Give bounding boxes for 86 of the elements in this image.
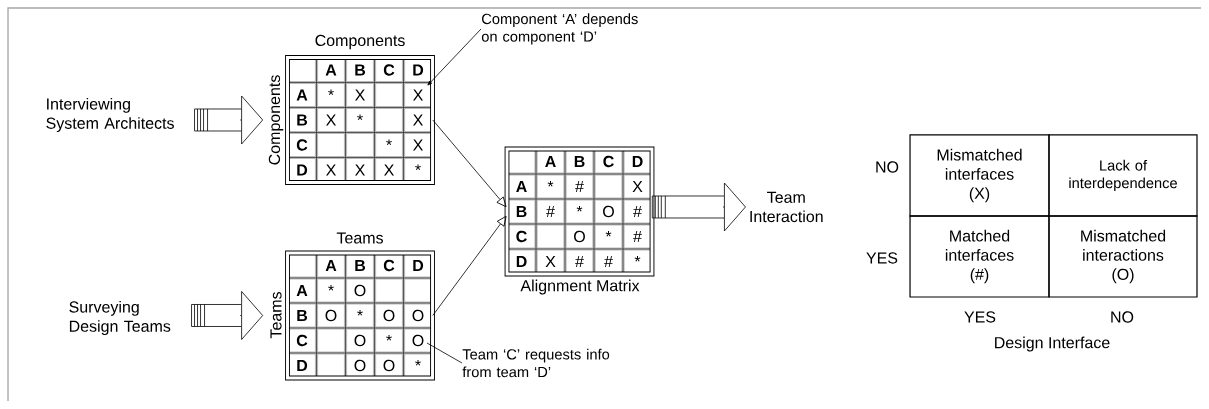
matrix-entry: # [575, 256, 584, 267]
matrix-header: A [296, 89, 308, 101]
matrix-header: D [297, 360, 308, 371]
matrix-entry: * [576, 206, 583, 212]
matrix-header: C [383, 259, 395, 272]
source-label: Surveying Design Teams [69, 300, 171, 336]
matrix-header: A [516, 181, 527, 192]
matrix-entry: O [412, 334, 424, 347]
matrix-entry: * [357, 114, 363, 121]
matrix-entry: X [355, 164, 365, 176]
matrix-entry: * [547, 181, 554, 187]
matrix-header: D [413, 64, 424, 76]
callout-note: Component ‘A’ depends on component ‘D’ [481, 13, 638, 45]
matrix-entry: # [633, 231, 642, 242]
matrix-header: D [632, 156, 643, 167]
arrow [432, 215, 507, 316]
arrow [432, 119, 507, 208]
quadrant-box: Mismatched interfaces (X) [909, 134, 1050, 217]
callout-note: Team ‘C’ requests info from team ‘D’ [462, 348, 610, 378]
matrix-header: B [355, 64, 366, 76]
matrix-header: B [574, 156, 585, 167]
matrix-entry: X [632, 181, 643, 192]
matrix-entry: * [415, 164, 421, 171]
matrix-entry: * [357, 310, 363, 316]
matrix-header: A [545, 156, 556, 167]
matrix-entry: X [326, 164, 336, 176]
matrix-entry: # [546, 206, 555, 217]
quadrant-box: Mismatched interactions (O) [1048, 215, 1198, 298]
matrix-entry: O [354, 359, 366, 372]
matrix-header: B [297, 114, 308, 126]
axis-title: Design Interface [995, 336, 1110, 352]
leader-line [427, 28, 482, 86]
matrix-entry: * [386, 139, 392, 146]
block-arrow [191, 291, 264, 340]
matrix-entry: * [415, 360, 421, 366]
matrix-entry: O [574, 230, 585, 243]
matrix-entry: O [383, 359, 395, 372]
matrix-entry: X [355, 89, 365, 101]
matrix-header: C [296, 334, 308, 347]
matrix-title: Alignment Matrix [520, 279, 640, 295]
axis-title: Components [268, 75, 284, 165]
matrix-header: D [516, 256, 527, 267]
matrix-title: Components [315, 34, 405, 50]
matrix-header: C [603, 155, 614, 168]
matrix-entry: O [383, 309, 395, 322]
source-label: Interviewing System Architects [46, 97, 174, 133]
matrix-entry: X [384, 164, 394, 176]
matrix-title: Teams [336, 232, 383, 244]
matrix-header: C [516, 230, 527, 243]
matrix-entry: O [354, 284, 366, 297]
quadrant-box: Matched interfaces (#) [909, 215, 1050, 298]
matrix-header: C [296, 139, 308, 151]
matrix-entry: * [328, 285, 334, 291]
matrix-header: D [297, 164, 308, 176]
matrix-header: A [325, 260, 337, 271]
matrix-entry: # [604, 256, 613, 267]
quadrant-box: Lack of interdependence [1048, 134, 1198, 217]
row-label: NO [876, 161, 899, 173]
matrix-entry: X [413, 89, 423, 101]
matrix-header: B [516, 206, 527, 217]
matrix-entry: O [603, 205, 614, 218]
block-arrow [194, 95, 264, 145]
matrix-entry: * [328, 89, 334, 96]
matrix-entry: # [633, 206, 642, 217]
matrix-entry: O [354, 334, 366, 347]
matrix-entry: * [634, 256, 641, 262]
matrix-header: B [297, 310, 308, 321]
matrix-header: B [355, 260, 366, 271]
matrix-entry: # [575, 181, 584, 192]
matrix-header: D [413, 260, 424, 271]
matrix-entry: O [325, 309, 337, 322]
matrix-entry: * [605, 231, 612, 237]
matrix-entry: X [545, 256, 556, 267]
output-label: Team Interaction [750, 191, 823, 223]
matrix-entry: O [412, 309, 424, 322]
row-label: YES [866, 252, 898, 264]
matrix-entry: X [326, 114, 336, 126]
block-arrow [651, 182, 746, 232]
leader-line [426, 342, 463, 364]
matrix-entry: X [413, 114, 423, 126]
matrix-entry: X [413, 139, 423, 151]
matrix-header: C [383, 64, 395, 76]
matrix-entry: * [386, 335, 392, 341]
matrix-header: A [325, 64, 337, 76]
matrix-header: A [296, 285, 308, 296]
axis-title: Teams [270, 292, 282, 339]
